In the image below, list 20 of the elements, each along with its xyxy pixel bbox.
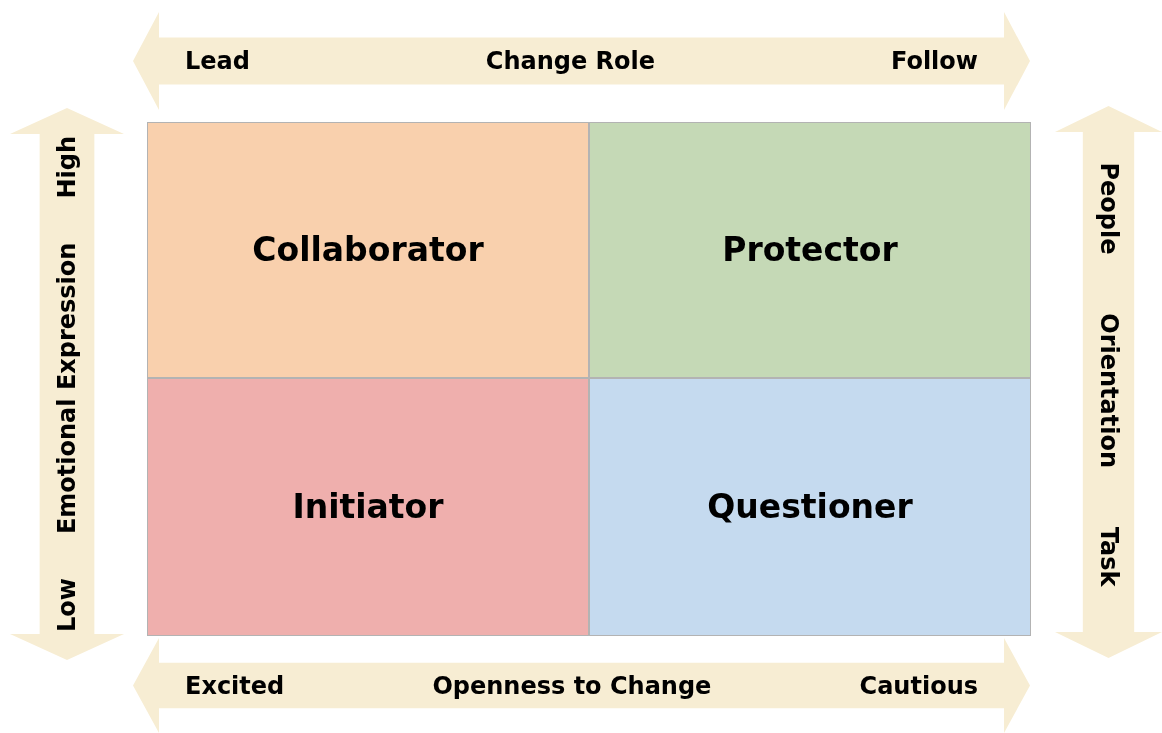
axis-label: Lead [185,49,250,73]
axis-label: High [55,136,79,199]
axis-label: Follow [890,49,978,73]
axis-label: Change Role [485,49,656,73]
quadrant-box [589,378,1031,636]
quadrant-title: Questioner [707,486,913,529]
axis-label: Low [55,578,79,632]
axis-label: People [1096,162,1121,255]
quadrant-box [589,122,1031,378]
axis-label: Emotional Expression [55,242,79,535]
axis-label: Orientation [1096,312,1121,468]
quadrant-title: Initiator [292,486,444,529]
quadrant-title: Protector [722,229,898,272]
axis-label: Excited [185,673,285,698]
axis-label: Cautious [859,673,978,698]
quadrant-box [147,378,589,636]
axis-label: Openness to Change [432,673,712,698]
quadrant-title: Collaborator [252,229,484,272]
axis-label: Task [1096,526,1121,586]
quadrant-box [147,122,589,378]
